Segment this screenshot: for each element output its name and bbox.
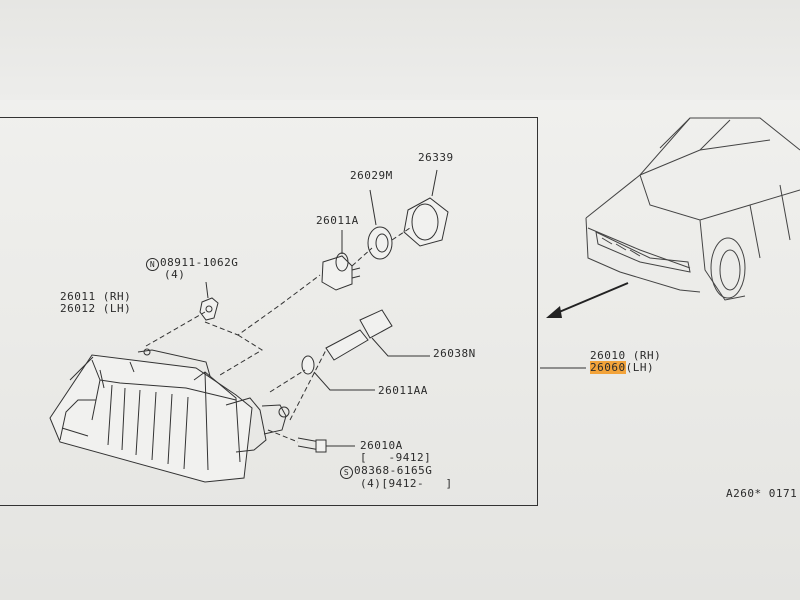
side-bulb-part [301,355,375,391]
guide-lines [145,227,411,443]
highlighted-part-number: 26060 [590,361,626,374]
main-bulb-part [321,230,361,291]
arrow-to-headlamp [546,282,629,318]
figure-code: A260* 0171 [726,487,798,500]
harness-part [325,309,430,361]
clip-number: 08911-1062G [160,256,239,269]
n-symbol: N [146,258,159,271]
socket-part [367,189,393,260]
bolt-part [297,437,355,453]
assembly-lh-suffix: (LH) [625,361,655,374]
label-bolt-range: [ -9412] [360,451,432,464]
cap-part [403,169,449,247]
s-symbol: S [340,466,353,479]
car-sketch [585,117,800,301]
label-headlamp-lh: 26012 (LH) [60,302,132,315]
label-assembly-lh: 26060(LH) [590,361,655,374]
label-clip-qty: (4) [164,268,186,281]
headlamp-assembly [49,348,290,483]
label-socket: 26029M [350,169,393,182]
label-screw-range: (4)[9412- ] [360,477,453,490]
label-headlamp-rh: 26011 (RH) [60,290,132,303]
diagram-frame [0,117,538,506]
clip-part [199,281,219,321]
monitor-bezel [0,0,800,100]
label-cap: 26339 [418,151,454,164]
label-side-bulb: 26011AA [378,384,428,397]
label-main-bulb: 26011A [316,214,359,227]
label-bolt: 26010A [360,439,403,452]
screw-number: 08368-6165G [354,464,433,477]
label-harness: 26038N [433,347,476,360]
label-assembly-rh: 26010 (RH) [590,349,662,362]
